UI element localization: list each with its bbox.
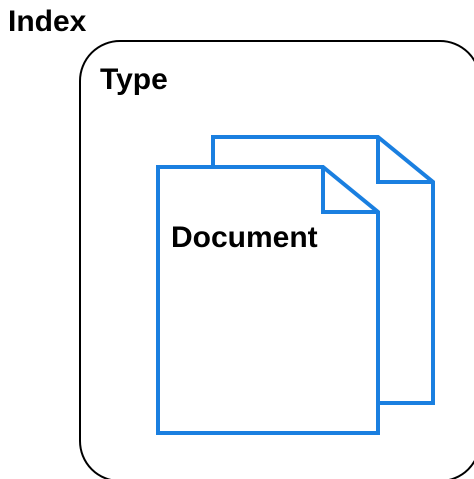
document-label: Document (171, 221, 318, 254)
index-label: Index (8, 5, 87, 38)
document-page-front (156, 165, 380, 435)
type-container (79, 40, 474, 479)
type-label: Type (100, 63, 168, 96)
document-page-front-fold (321, 167, 378, 214)
document-page-back-fold (376, 137, 433, 184)
